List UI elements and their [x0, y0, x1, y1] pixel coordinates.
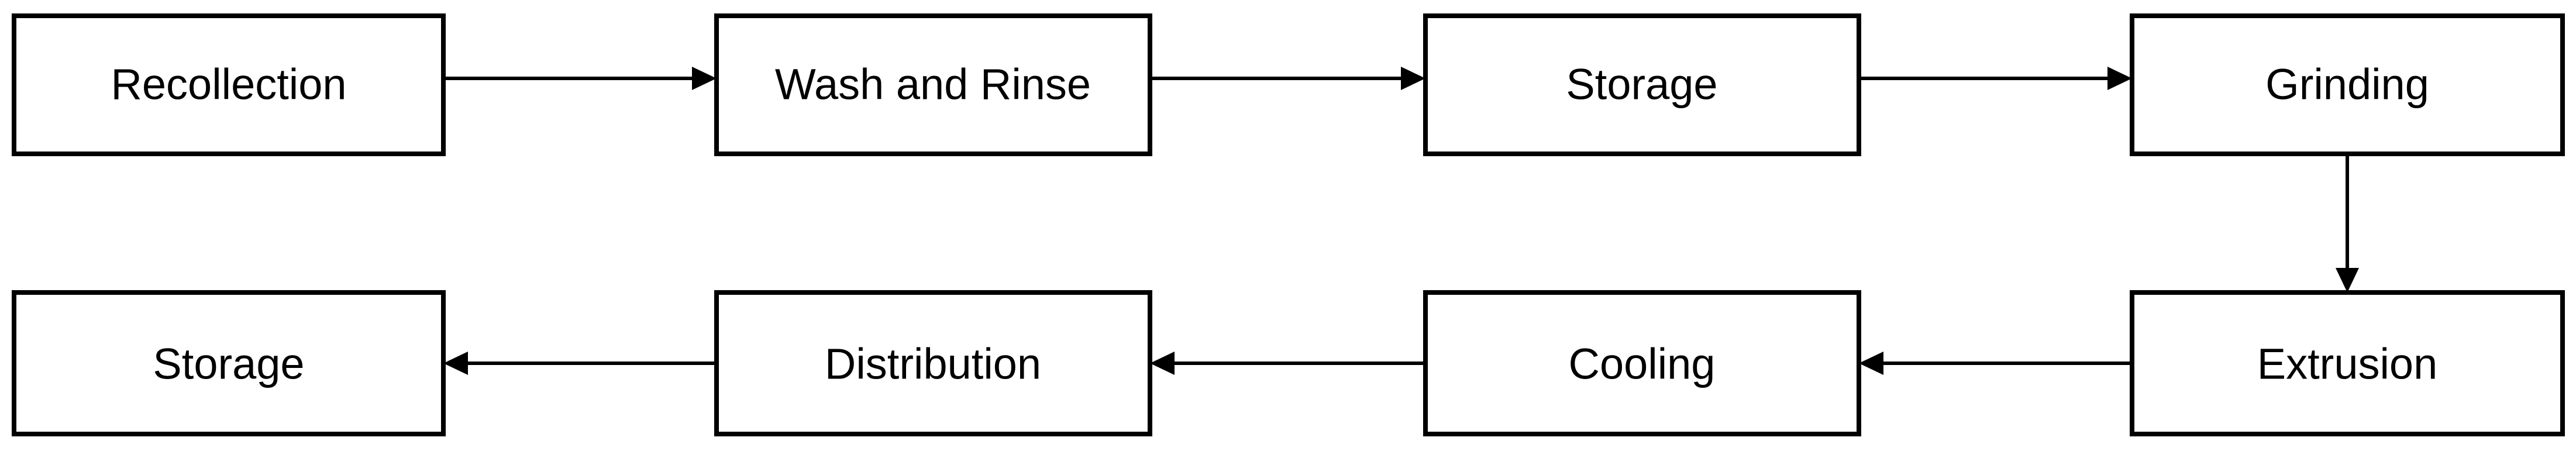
node-grinding: Grinding — [2130, 13, 2565, 156]
edge-grinding-to-extrusion — [2336, 154, 2359, 292]
node-label-recollection: Recollection — [111, 60, 346, 109]
node-label-wash-and-rinse: Wash and Rinse — [775, 60, 1091, 109]
node-cooling: Cooling — [1423, 290, 1861, 436]
node-label-storage: Storage — [1566, 60, 1717, 109]
edge-distribution-to-storage — [443, 352, 717, 375]
node-label-distribution: Distribution — [825, 340, 1041, 388]
node-label-storage-final: Storage — [153, 340, 304, 388]
edges — [443, 67, 2359, 375]
edge-storage-to-grinding — [1859, 67, 2132, 90]
node-extrusion: Extrusion — [2130, 290, 2565, 436]
node-recollection: Recollection — [12, 13, 446, 156]
node-storage-2: Storage — [12, 290, 446, 436]
edge-wash-and-rinse-to-storage — [1150, 67, 1425, 90]
node-label-cooling: Cooling — [1569, 340, 1716, 388]
edge-extrusion-to-cooling — [1859, 352, 2132, 375]
node-wash-and-rinse: Wash and Rinse — [714, 13, 1152, 156]
nodes: Recollection Wash and Rinse Storage Grin… — [12, 13, 2565, 436]
node-label-grinding: Grinding — [2265, 60, 2429, 109]
node-label-extrusion: Extrusion — [2257, 340, 2437, 388]
node-storage-1: Storage — [1423, 13, 1861, 156]
node-distribution: Distribution — [714, 290, 1152, 436]
edge-cooling-to-distribution — [1150, 352, 1425, 375]
edge-recollection-to-wash-and-rinse — [443, 67, 717, 90]
